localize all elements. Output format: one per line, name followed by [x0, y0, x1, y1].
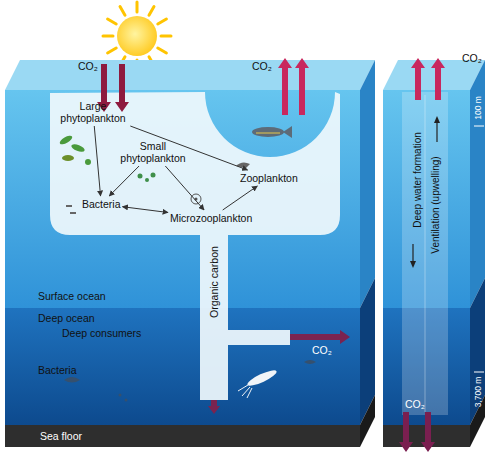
sinking-arrowhead	[410, 261, 416, 268]
depth-tick	[474, 372, 484, 373]
deep-ocean-layer	[5, 308, 360, 425]
phytoplankton-icon	[70, 143, 85, 153]
deep-consumer-icon	[64, 377, 80, 383]
sun-ray	[158, 48, 167, 53]
diagram-label: CO₂	[405, 398, 425, 410]
sun-ray	[136, 2, 139, 12]
food-web-arrow	[223, 186, 258, 210]
sun-ray	[103, 35, 113, 38]
fish-icon	[283, 126, 292, 138]
block-side-face	[470, 278, 485, 425]
upwelling-arrowhead	[434, 116, 440, 123]
organism-name: Microzooplankton	[170, 212, 252, 224]
organism-name: Small phytoplankton	[112, 140, 194, 164]
co2-release-arrow	[295, 58, 309, 115]
phytoplankton-icon	[145, 178, 149, 182]
fish-icon	[252, 127, 284, 137]
phytoplankton-icon	[151, 173, 156, 178]
food-web-arrow	[94, 126, 100, 196]
diagram-label: Deep consumers	[62, 327, 141, 339]
diagram-label: CO₂	[312, 344, 332, 356]
food-web-arrow	[165, 166, 204, 210]
diagram-label: Deep ocean	[38, 312, 95, 324]
block-side-face	[360, 60, 375, 308]
organism-name: Bacteria	[82, 198, 121, 210]
co2-sink-arrow	[421, 412, 435, 452]
squid-icon	[246, 368, 278, 389]
co2-release-arrow	[278, 58, 292, 115]
food-web-arrow	[123, 207, 168, 213]
diagram-label: CO₂	[78, 60, 98, 72]
export-arrow	[208, 400, 220, 414]
diagram-label: Bacteria	[38, 364, 77, 376]
sun-ray	[108, 19, 117, 24]
respiration-arrow	[290, 330, 350, 344]
block-side-face	[360, 395, 375, 447]
bacteria-icon	[66, 205, 72, 207]
fish-icon	[256, 133, 280, 134]
organism-label: Zooplankton	[240, 172, 298, 184]
organism-label: Large phytoplankton	[52, 100, 134, 124]
zooplankton-icon	[236, 162, 250, 168]
squid-icon	[238, 385, 252, 398]
diagram-label: Deep water formation	[412, 132, 424, 228]
sea-floor-layer	[5, 425, 360, 447]
upwelling-arrow	[436, 122, 437, 142]
diagram-label: Ventilation (upwelling)	[430, 156, 442, 253]
phytoplankton-icon	[138, 174, 143, 179]
organism-label: Small phytoplankton	[112, 140, 194, 164]
food-web-arrow	[109, 166, 139, 196]
phytoplankton-icon	[85, 159, 91, 165]
co2-release-arrow	[431, 58, 445, 100]
sun-ray	[120, 7, 125, 16]
co2-release-arrow	[411, 58, 425, 100]
column-divider	[425, 95, 426, 412]
biological-pump-funnel	[50, 92, 340, 400]
microzooplankton-icon	[195, 198, 198, 201]
diagram-label: CO₂	[252, 60, 272, 72]
diagram-label: Surface ocean	[38, 290, 106, 302]
sinking-arrow	[412, 244, 413, 262]
phytoplankton-icon	[58, 134, 73, 146]
bacteria-icon	[125, 399, 128, 402]
depth-tick	[474, 126, 484, 127]
organism-name: Zooplankton	[240, 172, 298, 184]
diagram-label: Organic carbon	[208, 246, 220, 318]
ocean-top-face	[5, 60, 375, 90]
diagram-label: 3,700 m	[472, 377, 484, 408]
water-column	[402, 92, 448, 415]
organism-label: Microzooplankton	[170, 212, 252, 224]
deep-consumer-icon	[304, 360, 316, 364]
diagram-label: 100 m	[472, 96, 484, 120]
sun-ray	[158, 19, 167, 24]
sun	[117, 16, 157, 56]
sun-ray	[161, 35, 171, 38]
diagram-label: CO₂	[462, 52, 482, 64]
phytoplankton-icon	[62, 155, 74, 161]
sun-ray	[108, 48, 117, 53]
organism-label: Bacteria	[82, 198, 121, 210]
co2-uptake-arrow	[115, 64, 129, 112]
block-side-face	[470, 60, 485, 308]
microzooplankton-icon	[191, 194, 201, 204]
bacteria-icon	[119, 394, 122, 397]
co2-sink-arrow	[399, 412, 413, 452]
sun-ray	[149, 7, 154, 16]
food-web-arrow	[130, 126, 247, 170]
bacteria-icon	[70, 212, 76, 214]
diagram-label: Sea floor	[40, 430, 82, 442]
organism-name: Large phytoplankton	[52, 100, 134, 124]
